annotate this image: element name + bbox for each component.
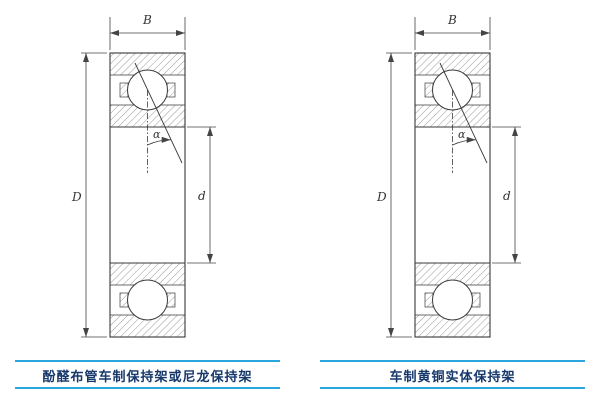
- bore-diameter-label: d: [503, 189, 511, 203]
- contact-line: [134, 62, 183, 164]
- contact-angle: [134, 62, 183, 173]
- bore-diameter-label: d: [198, 189, 206, 203]
- bearing-section: [109, 52, 186, 338]
- contact-angle-label: α: [153, 128, 161, 141]
- ball-bottom: [432, 279, 473, 321]
- dimension-d: [492, 126, 521, 264]
- caption-right: 车制黄铜实体保持架: [320, 360, 585, 389]
- dimension-B: [109, 17, 186, 50]
- ball-bottom: [127, 279, 168, 321]
- width-label: B: [142, 13, 152, 27]
- outer-ring-top: [110, 53, 185, 75]
- bearing-diagram-right: B D d: [376, 13, 521, 338]
- bearing-figure-right: B D d: [375, 5, 535, 350]
- bearing-outline: [109, 52, 186, 338]
- angle-arc: [147, 136, 171, 146]
- outer-ring-bottom: [415, 315, 490, 337]
- angle-arc: [452, 136, 476, 146]
- dimension-d: [187, 126, 216, 264]
- caption-left: 酚醛布管车制保持架或尼龙保持架: [15, 360, 280, 389]
- inner-ring-bottom: [110, 263, 185, 285]
- outer-diameter-label: D: [71, 190, 82, 204]
- inner-ring-bottom: [415, 263, 490, 285]
- dimension-B: [414, 17, 491, 50]
- outer-ring-top: [415, 53, 490, 75]
- outer-diameter-label: D: [376, 190, 387, 204]
- bearing-outline: [414, 52, 491, 338]
- outer-ring-bottom: [110, 315, 185, 337]
- contact-line: [439, 62, 488, 164]
- dimension-D: [81, 52, 107, 338]
- contact-angle: [439, 62, 488, 173]
- bearing-figure-left: B D d: [70, 5, 230, 350]
- bearing-diagram-left: B D d: [71, 13, 216, 338]
- dimension-D: [386, 52, 412, 338]
- width-label: B: [447, 13, 457, 27]
- contact-angle-label: α: [458, 128, 466, 141]
